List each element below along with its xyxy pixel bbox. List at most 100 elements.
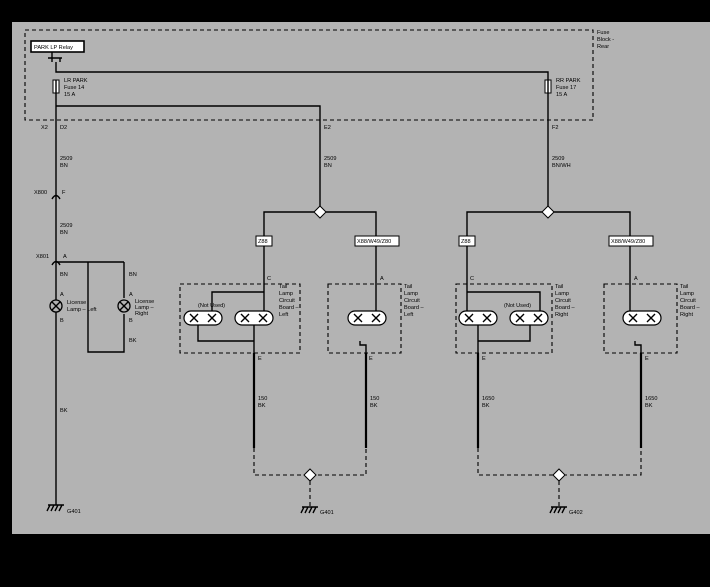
connector-x800-pin: F [62, 190, 66, 196]
ground-g401-mid: G401 [320, 510, 334, 516]
tl2-lamp [347, 310, 387, 326]
tl2-label-2: Lamp [404, 291, 418, 297]
tr1-feed [466, 246, 541, 311]
tl2-label-1: Tail [404, 284, 412, 290]
tl1-lamp-a-x [189, 313, 217, 323]
option-z88-right-label: Z88 [461, 239, 471, 245]
license-right-pin-a: A [129, 292, 133, 298]
tr1-lamp-b [509, 310, 549, 326]
ground-g402: G402 [569, 510, 583, 516]
tl2-label-3: Circuit [404, 298, 420, 304]
lr-feed-wire [55, 93, 321, 122]
fuse-rr-rating: 15 A [556, 92, 567, 98]
license-lamp-right-x [119, 301, 129, 311]
tr1-lamp-a-x [464, 313, 492, 323]
tr2-pin-bot: E [645, 356, 649, 362]
tr1-label-5: Right [555, 312, 569, 318]
fuse-lr-name: LR PARK [64, 78, 88, 84]
tr2-lamp-x [628, 313, 656, 323]
tr-ground-wires [476, 353, 643, 448]
fuse-block-label-3: Rear [597, 44, 609, 50]
license-left-pin-b: B [60, 318, 64, 324]
fuse-lr-number: Fuse 14 [64, 85, 84, 91]
fuse-block-label-2: Block - [597, 37, 614, 43]
fuse-block-outline [24, 29, 594, 121]
tr2-label-2: Lamp [680, 291, 694, 297]
diagram-panel: Fuse Block - Rear PARK LP Relay LR PARK … [12, 22, 710, 534]
tr2-label-3: Circuit [680, 298, 696, 304]
ground-g402-icon [549, 506, 567, 514]
tr2-ground-wire [634, 341, 642, 353]
license-left-pin-a: A [60, 292, 64, 298]
license-right-label-2: Lamp – [135, 305, 155, 311]
tr1-label-3: Circuit [555, 298, 571, 304]
tl1-label-2: Lamp [279, 291, 293, 297]
tr1-pin-top: C [470, 276, 474, 282]
tl-ground-wires [252, 353, 368, 448]
tr2-label-4: Board – [680, 305, 700, 311]
left-option-split [263, 200, 377, 236]
license-right-label: License [135, 299, 154, 305]
connector-x800: X800 [34, 190, 47, 196]
tr1-ground-wire [477, 325, 531, 353]
wire-2509-color-3: BN [324, 163, 332, 169]
tr1-pin-bot: E [482, 356, 486, 362]
tl-ground-diamond [303, 468, 317, 482]
tr2-pin-top: A [634, 276, 638, 282]
license-right-pin-b: B [129, 318, 133, 324]
wire-bk-right: BK [129, 338, 137, 344]
option-z88-left-label: Z88 [258, 239, 268, 245]
tl1-pin-bot: E [258, 356, 262, 362]
tl1-ground-wire [197, 325, 255, 353]
tl1-not-used: (Not Used) [198, 303, 225, 309]
wire-2509-num-3: 2509 [324, 156, 336, 162]
relay-label: PARK LP Relay [34, 45, 73, 51]
x800-connector-icon [51, 194, 61, 200]
tr2-label-5: Right [680, 312, 694, 318]
tl1-pin-top: C [267, 276, 271, 282]
fuse-block-label: Fuse [597, 30, 609, 36]
tl2-label-4: Board – [404, 305, 424, 311]
connector-x801: X801 [36, 254, 49, 260]
license-left-label-2: Lamp – Left [67, 307, 97, 313]
tr1-not-used: (Not Used) [504, 303, 531, 309]
wire-2509-num-2: 2509 [60, 223, 72, 229]
right-option-split [466, 200, 631, 236]
tr1-label-4: Board – [555, 305, 575, 311]
wire-150-color-a: BK [258, 403, 266, 409]
license-lamp-wiring [56, 261, 125, 353]
license-lamp-left-x [51, 301, 61, 311]
tl1-label-1: Tail [279, 284, 287, 290]
wire-1650-color-a: BK [482, 403, 490, 409]
right-option-diamond [541, 205, 555, 219]
relay-contact [48, 52, 62, 62]
option-multi-left [354, 235, 400, 247]
wire-bn-left: BN [60, 272, 68, 278]
tl2-pin-bot: E [369, 356, 373, 362]
tl1-lamp-b [234, 310, 274, 326]
license-right-label-3: Right [135, 311, 149, 317]
wiring-schematic: Fuse Block - Rear PARK LP Relay LR PARK … [24, 29, 700, 516]
fuse-lr-rating: 15 A [64, 92, 75, 98]
tr1-label-2: Lamp [555, 291, 569, 297]
tr1-lamp-b-x [515, 313, 543, 323]
tr1-lamp-a [458, 310, 498, 326]
tail-board-right-1 [455, 283, 553, 354]
connector-f2: F2 [552, 125, 559, 131]
wire-2509-color-4: BN/WH [552, 163, 571, 169]
tl2-pin-top: A [380, 276, 384, 282]
tl1-feed [211, 246, 265, 311]
connector-d2: D2 [60, 125, 67, 131]
tail-board-left-2 [327, 283, 402, 354]
option-multi-right [608, 235, 654, 247]
connector-x2: X2 [41, 125, 48, 131]
tr1-label-1: Tail [555, 284, 563, 290]
wire-2509-num-1: 2509 [60, 156, 72, 162]
wire-150-num-a: 150 [258, 396, 267, 402]
tr-ground-diamond [552, 468, 566, 482]
tl1-label-4: Board – [279, 305, 299, 311]
wire-2509-num-4: 2509 [552, 156, 564, 162]
ground-g401-left-icon [46, 504, 64, 512]
wire-2509-color-1: BN [60, 163, 68, 169]
ground-g401-left: G401 [67, 509, 81, 515]
